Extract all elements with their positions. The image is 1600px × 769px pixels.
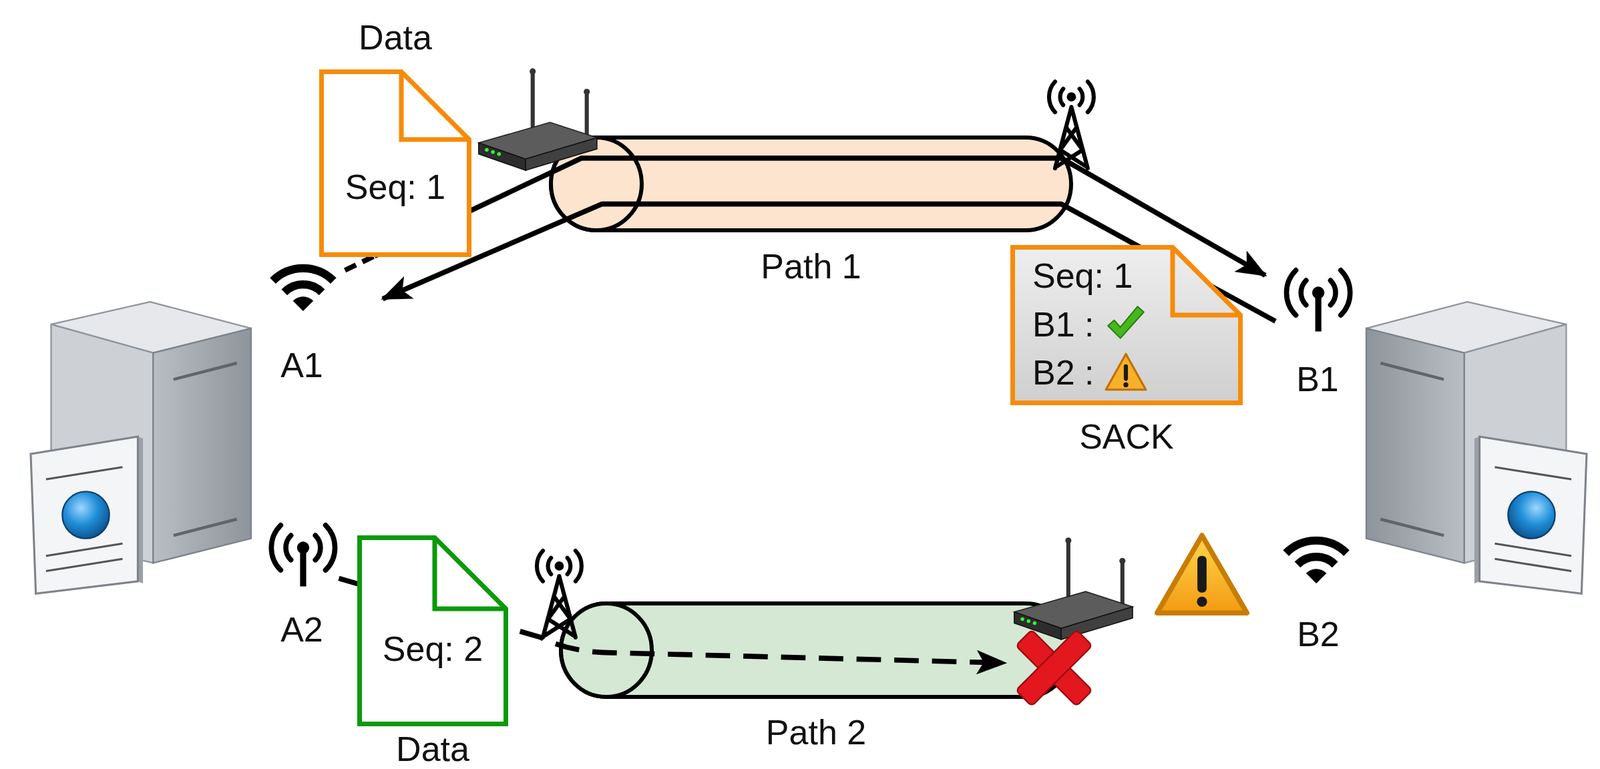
- tube-outline: [560, 601, 1072, 700]
- path-name: Path 2: [765, 712, 867, 753]
- document-outline: [319, 69, 472, 258]
- interface-label: B2: [1296, 614, 1340, 655]
- sack-document: Seq: 1B1 :B2 :SACK: [1010, 245, 1243, 406]
- path-tunnel: Path 2: [560, 601, 1072, 700]
- path-status: B2 :: [1032, 352, 1095, 393]
- doc-heading: Data: [358, 17, 433, 58]
- wifi-icon: [1286, 540, 1347, 584]
- server-right: [1366, 301, 1587, 594]
- tube-outline: [550, 135, 1072, 233]
- path-status: B1 :: [1032, 304, 1095, 345]
- doc-heading: Data: [395, 729, 470, 769]
- data-document: Seq: 2Data: [357, 535, 509, 727]
- interface-label: B1: [1296, 359, 1339, 400]
- interface-label: A1: [280, 345, 324, 386]
- path-tunnel: Path 1: [550, 135, 1072, 233]
- warning-icon: [1103, 350, 1148, 395]
- data-document: DataSeq: 1: [319, 69, 472, 258]
- sequence-number: Seq: 1: [1032, 255, 1133, 296]
- sequence-number: Seq: 2: [382, 629, 483, 670]
- router-icon: [1014, 537, 1133, 640]
- sequence-number: Seq: 1: [345, 166, 446, 208]
- warning-icon: [1157, 535, 1247, 614]
- path-name: Path 1: [760, 246, 861, 287]
- antenna-icon: [1286, 270, 1351, 332]
- check-icon: [1103, 302, 1148, 347]
- interface-label: A2: [280, 609, 324, 650]
- doc-heading: SACK: [1079, 416, 1174, 457]
- antenna-icon: [271, 525, 335, 587]
- wifi-icon: [273, 268, 334, 312]
- server-left: [30, 301, 252, 594]
